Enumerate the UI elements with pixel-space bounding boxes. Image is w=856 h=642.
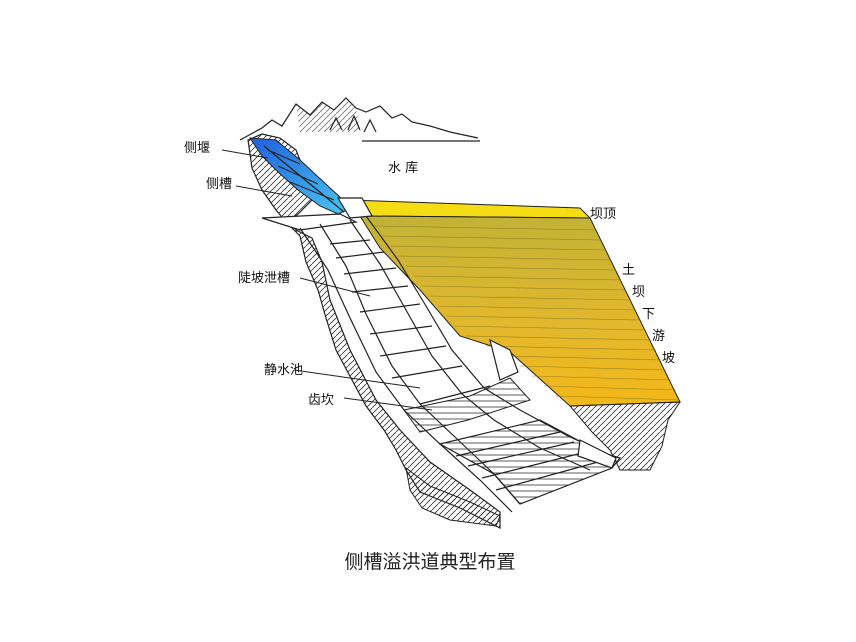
- slope-char: 坝: [632, 285, 645, 300]
- earth-dam: [346, 199, 681, 407]
- slope-char: 坡: [662, 351, 675, 366]
- lower-rock-base: [405, 466, 501, 527]
- diagram-caption: 侧槽溢洪道典型布置: [344, 551, 515, 573]
- label-downstream-slope: 土 坝 下 游 坡: [622, 263, 675, 366]
- label-side-channel: 侧槽: [206, 177, 232, 192]
- label-side-weir: 侧堰: [184, 141, 210, 156]
- label-stilling-basin: 静水池: [264, 363, 303, 378]
- spillway-chute: [261, 197, 622, 513]
- label-cutoff-wall: 齿坎: [308, 393, 334, 408]
- slope-char: 游: [652, 329, 665, 344]
- label-reservoir: 水 库: [388, 160, 418, 176]
- leader-lines: [221, 149, 433, 411]
- dam-downstream-slope: [359, 215, 681, 407]
- side-channel-water: [249, 137, 353, 215]
- slope-char: 下: [642, 307, 655, 322]
- mountains: [239, 97, 480, 142]
- slope-char: 土: [622, 263, 635, 278]
- right-rock: [568, 401, 681, 471]
- dam-crest: [346, 199, 592, 219]
- label-dam-crest: 坝顶: [590, 207, 616, 222]
- left-rock-hillside: [247, 133, 501, 529]
- label-chute: 陡坡泄槽: [238, 271, 290, 286]
